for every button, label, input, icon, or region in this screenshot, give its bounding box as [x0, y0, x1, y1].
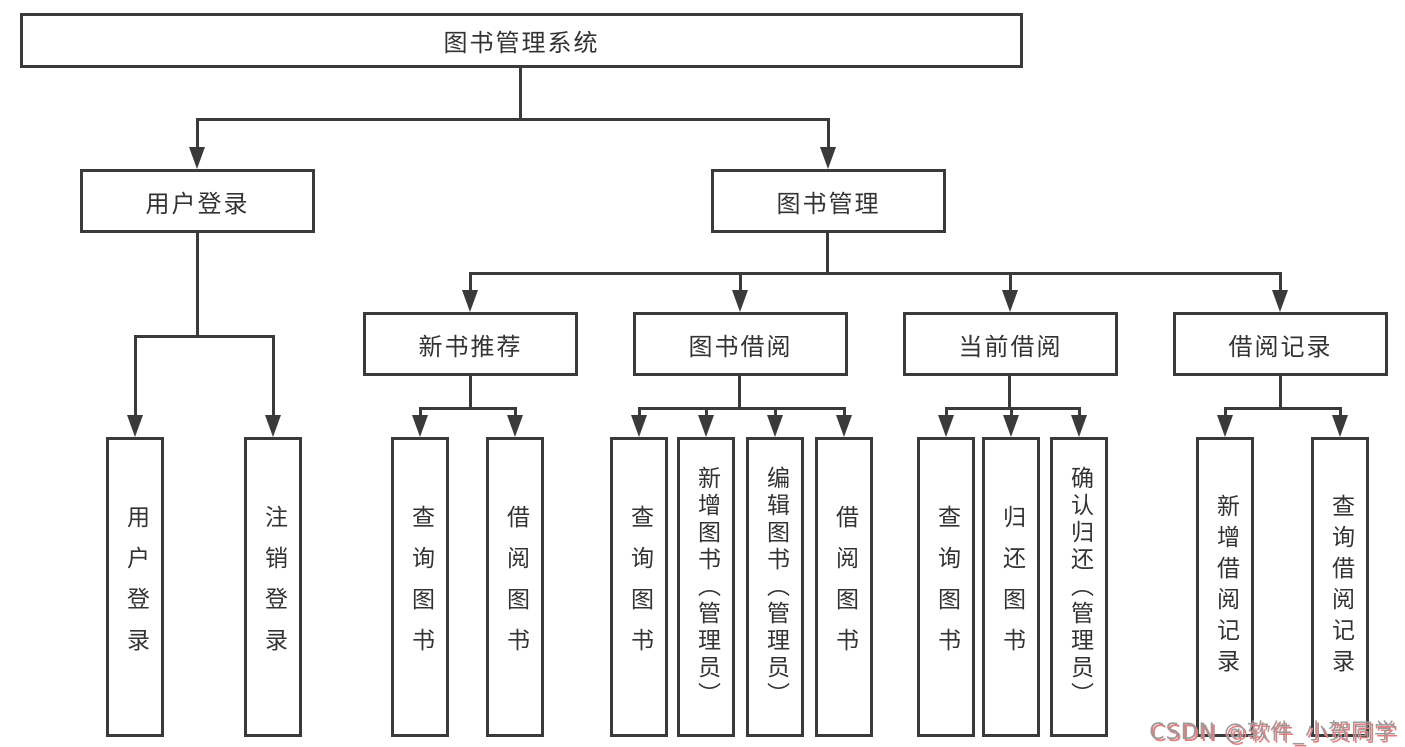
connector-userlogin-drop-left [134, 335, 137, 417]
leaf-user-login: 用户登录 [106, 437, 164, 737]
connector-records-drop-2 [1339, 407, 1342, 417]
arrowhead-down-icon [265, 415, 281, 437]
connector-borrowing-bar [638, 407, 846, 410]
connector-records-drop-1 [1224, 407, 1227, 417]
connector-recommend-drop-1 [419, 407, 422, 417]
arrowhead-down-icon [820, 147, 836, 169]
connector-root-bar [196, 118, 830, 121]
leaf-borrow-books-recommend: 借阅图书 [486, 437, 544, 737]
node-user-login: 用户登录 [80, 169, 315, 233]
node-library-management-system: 图书管理系统 [20, 13, 1023, 68]
connector-records-stem [1279, 376, 1282, 407]
connector-recommend-bar [419, 407, 517, 410]
leaf-confirm-return-admin: 确认归还（管理员） [1050, 437, 1108, 737]
node-book-borrowing: 图书借阅 [633, 312, 848, 376]
connector-bookmgmt-bar [469, 272, 1282, 275]
connector-bookmgmt-drop-2 [739, 272, 742, 292]
leaf-logout: 注销登录 [244, 437, 302, 737]
leaf-edit-books-admin: 编辑图书（管理员） [746, 437, 804, 737]
leaf-return-books: 归还图书 [982, 437, 1040, 737]
connector-records-bar [1224, 407, 1342, 410]
arrowhead-down-icon [462, 290, 478, 312]
connector-current-stem [1008, 376, 1011, 407]
arrowhead-down-icon [732, 290, 748, 312]
connector-bookmgmt-stem [826, 233, 829, 272]
arrowhead-down-icon [1332, 415, 1348, 437]
connector-root-stem [519, 68, 522, 118]
arrowhead-down-icon [1217, 415, 1233, 437]
node-new-book-recommendation: 新书推荐 [363, 312, 578, 376]
connector-userlogin-drop-right [272, 335, 275, 417]
arrowhead-down-icon [631, 415, 647, 437]
arrowhead-down-icon [767, 415, 783, 437]
node-borrowing-records: 借阅记录 [1173, 312, 1388, 376]
connector-current-drop-1 [945, 407, 948, 417]
arrowhead-down-icon [1272, 290, 1288, 312]
leaf-add-borrow-record: 新增借阅记录 [1196, 437, 1254, 737]
arrowhead-down-icon [189, 147, 205, 169]
leaf-borrow-books: 借阅图书 [815, 437, 873, 737]
arrowhead-down-icon [127, 415, 143, 437]
connector-root-drop-left [196, 118, 199, 149]
connector-bookmgmt-drop-3 [1009, 272, 1012, 292]
connector-borrowing-drop-1 [638, 407, 641, 417]
connector-userlogin-stem [196, 233, 199, 335]
leaf-query-books-borrowing: 查询图书 [610, 437, 668, 737]
arrowhead-down-icon [507, 415, 523, 437]
connector-borrowing-drop-2 [705, 407, 708, 417]
arrowhead-down-icon [698, 415, 714, 437]
connector-borrowing-drop-4 [843, 407, 846, 417]
arrowhead-down-icon [938, 415, 954, 437]
connector-borrowing-stem [738, 376, 741, 407]
connector-userlogin-bar [134, 335, 275, 338]
connector-current-drop-2 [1010, 407, 1013, 417]
connector-recommend-stem [469, 376, 472, 407]
connector-current-bar [945, 407, 1081, 410]
arrowhead-down-icon [412, 415, 428, 437]
arrowhead-down-icon [1003, 415, 1019, 437]
connector-bookmgmt-drop-1 [469, 272, 472, 292]
watermark: CSDN @软件_小贺同学 [1149, 720, 1397, 745]
leaf-add-books-admin: 新增图书（管理员） [677, 437, 735, 737]
leaf-query-borrow-record: 查询借阅记录 [1311, 437, 1369, 737]
connector-root-drop-right [827, 118, 830, 149]
connector-current-drop-3 [1078, 407, 1081, 417]
node-current-borrowing: 当前借阅 [903, 312, 1118, 376]
connector-recommend-drop-2 [514, 407, 517, 417]
leaf-query-books-recommend: 查询图书 [391, 437, 449, 737]
node-book-management: 图书管理 [711, 169, 946, 233]
arrowhead-down-icon [836, 415, 852, 437]
leaf-query-books-current: 查询图书 [917, 437, 975, 737]
connector-bookmgmt-drop-4 [1279, 272, 1282, 292]
arrowhead-down-icon [1071, 415, 1087, 437]
connector-borrowing-drop-3 [774, 407, 777, 417]
arrowhead-down-icon [1002, 290, 1018, 312]
